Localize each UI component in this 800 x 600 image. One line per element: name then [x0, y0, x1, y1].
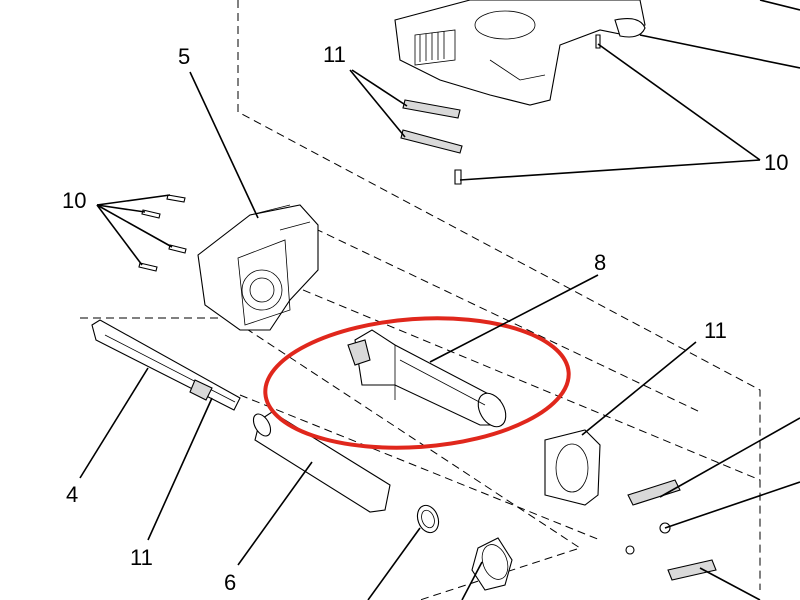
right-small-parts [625, 479, 717, 581]
callout-6: 6 [224, 570, 236, 595]
oring-and-gear-parts [416, 504, 513, 591]
callout-5: 5 [178, 44, 190, 69]
leader-lines [79, 0, 800, 600]
callout-8: 8 [594, 250, 606, 275]
callout-10-right: 10 [764, 150, 788, 175]
highlight-ellipse [263, 316, 571, 450]
callout-11-right: 11 [704, 318, 727, 343]
gasket-plate-part-11 [544, 429, 601, 506]
callout-4: 4 [66, 482, 78, 507]
callout-labels: 5 11 10 10 8 11 4 11 6 [62, 42, 788, 595]
cylinder-part-6 [252, 411, 391, 513]
top-housing-part [394, 0, 646, 106]
callout-10-left: 10 [62, 188, 86, 213]
screw-parts [138, 34, 601, 272]
callout-11-top: 11 [323, 42, 346, 67]
motor-housing-part-5 [197, 204, 319, 331]
top-gasket-parts [400, 99, 463, 154]
callout-11-bottom: 11 [130, 545, 153, 570]
rod-part-4 [91, 319, 241, 411]
motor-part-8 [347, 329, 507, 428]
